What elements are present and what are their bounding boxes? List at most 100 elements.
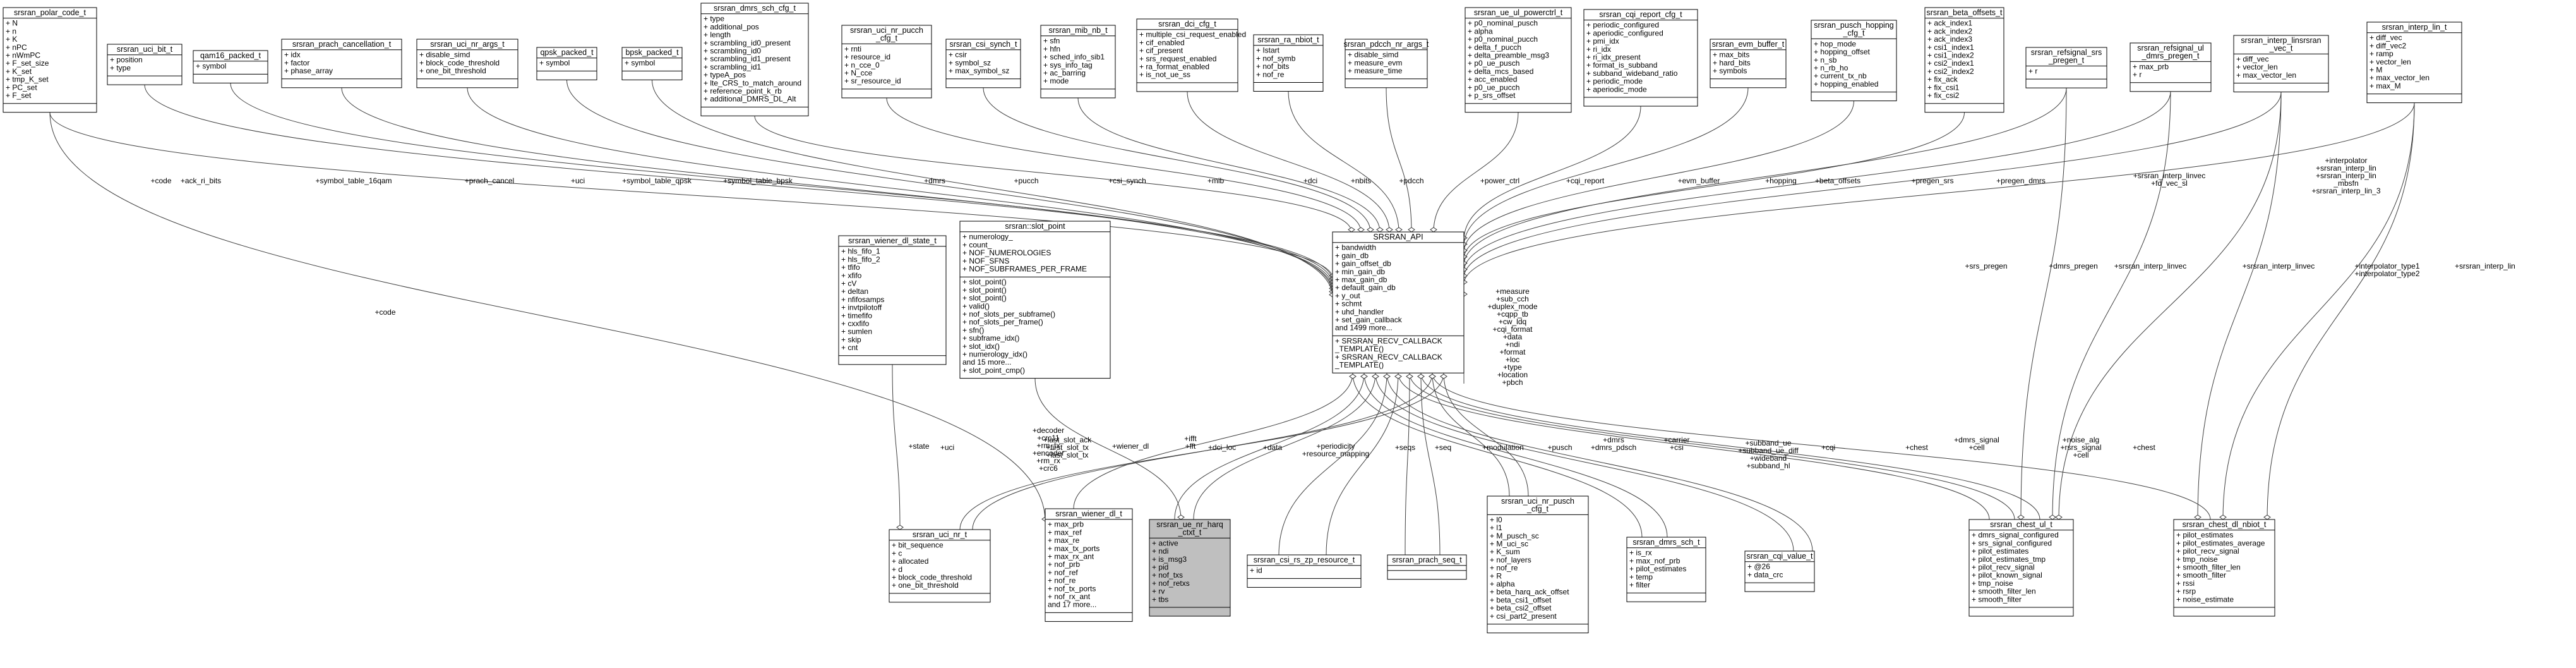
class-box-frame [1045, 508, 1133, 622]
edge-label: _mbsfn [2333, 179, 2358, 188]
class-title: bpsk_packed_t [625, 48, 679, 57]
class-box-chest-ul[interactable]: srsran_chest_ul_t+ dmrs_signal_configure… [1968, 519, 2074, 617]
association-edge [230, 83, 1333, 285]
edge-label: +symbol_table_bpsk [723, 176, 793, 185]
association-edge [1363, 373, 1668, 538]
class-attribute: + Istart [1256, 46, 1280, 55]
class-attribute: + smooth_filter_len [1972, 587, 2036, 596]
class-attribute: + hop_mode [1814, 39, 1856, 48]
class-attribute: + is_not_ue_ss [1139, 70, 1190, 79]
class-box-uci-nr-args[interactable]: srsran_uci_nr_args_t+ disable_simd+ bloc… [416, 39, 518, 88]
class-box-pdcch-nr-args[interactable]: srsran_pdcch_nr_args_t+ disable_simd+ me… [1344, 39, 1429, 88]
class-title: _cfg_t [875, 34, 898, 43]
class-attribute: + n [6, 27, 16, 35]
class-attribute: + mode [1043, 76, 1069, 85]
association-edge [892, 364, 901, 530]
composition-diamond [2049, 514, 2056, 520]
class-box-ue-ul-powerctrl[interactable]: srsran_ue_ul_powerctrl_t+ p0_nominal_pus… [1465, 7, 1572, 113]
class-attribute: + y_out [1335, 291, 1360, 300]
class-box-ue-harq[interactable]: srsran_ue_nr_harq_ctxt_t+ active+ ndi+ i… [1149, 519, 1231, 617]
association-edge [1398, 373, 1990, 520]
association-edge [1288, 91, 1399, 233]
class-attribute: + ra_format_enabled [1139, 63, 1209, 71]
edge-label: +prach_cancel [465, 176, 514, 185]
edge-label: +duplex_mode [1487, 302, 1537, 311]
class-box-prach-seq[interactable]: srsran_prach_seq_t [1387, 554, 1467, 580]
edge-label: +last_slot_tx [1046, 451, 1088, 459]
class-attribute: + max_symbol_sz [949, 66, 1009, 75]
class-box-frame [838, 235, 947, 365]
class-box-prach-cancel[interactable]: srsran_prach_cancellation_t+ idx+ factor… [281, 39, 402, 88]
class-box-wiener-dl[interactable]: srsran_wiener_dl_t+ max_prb+ max_ref+ ma… [1045, 508, 1133, 622]
class-box-interp-linsrsran[interactable]: srsran_interp_linsrsran_vec_t+ diff_vec+… [2233, 35, 2329, 92]
class-attribute: + rssi [2176, 579, 2195, 588]
class-box-frame [193, 50, 268, 83]
class-title: srsran_cqi_report_cfg_t [1599, 10, 1682, 19]
association-edge [1420, 373, 2040, 520]
class-box-dci-cfg[interactable]: srsran_dci_cfg_t+ multiple_csi_request_e… [1136, 18, 1246, 92]
class-operation: + slot_idx() [962, 342, 1000, 351]
class-attribute: + tfifo [841, 263, 860, 272]
class-attribute: + NOF_SUBFRAMES_PER_FRAME [962, 265, 1087, 274]
class-operation: and 15 more... [962, 358, 1011, 367]
class-attribute: and 17 more... [1048, 600, 1096, 609]
class-attribute: + pilot_recv_signal [1972, 563, 2035, 572]
class-box-uci-nr-pusch[interactable]: srsran_uci_nr_pusch_cfg_t+ l0+ l1+ M_pus… [1487, 495, 1589, 633]
class-box-interp-lin[interactable]: srsran_interp_lin_t+ diff_vec+ diff_vec2… [2366, 21, 2462, 104]
edge-label: +cqi_report [1566, 176, 1605, 185]
class-box-beta-offsets[interactable]: srsran_beta_offsets_t+ ack_index1+ ack_i… [1924, 7, 2004, 113]
class-attribute: + block_code_threshold [419, 58, 500, 67]
class-title: srsran_uci_nr_pusch [1501, 497, 1574, 506]
class-box-chest-dl-nbiot[interactable]: srsran_chest_dl_nbiot_t+ pilot_estimates… [2173, 519, 2275, 617]
association-edge [566, 80, 1333, 295]
edge-label: +code [374, 308, 395, 317]
class-attribute: + p0_ue_pusch [1468, 59, 1519, 68]
class-box-csi-rs-zp[interactable]: srsran_csi_rs_zp_resource_t+ id [1247, 554, 1362, 588]
class-attribute: + invtpilotoff [841, 303, 882, 312]
class-box-evm-buffer[interactable]: srsran_evm_buffer_t+ max_bits+ hard_bits… [1710, 39, 1787, 88]
class-box-bpsk[interactable]: bpsk_packed_t+ symbol [621, 47, 683, 80]
class-box-uci-bit[interactable]: srsran_uci_bit_t+ position+ type [107, 44, 183, 85]
class-attribute: + M_uci_sc [1490, 540, 1528, 549]
class-attribute: + length [704, 30, 731, 39]
composition-diamond [1429, 373, 1436, 379]
class-box-csi-synch[interactable]: srsran_csi_synch_t+ csir+ symbol_sz+ max… [945, 39, 1021, 88]
class-attribute: + additional_pos [704, 22, 759, 31]
class-box-refsignal-dmrs[interactable]: srsran_refsignal_ul_dmrs_pregen_t+ max_p… [2130, 42, 2212, 92]
class-box-wiener-state[interactable]: srsran_wiener_dl_state_t+ hls_fifo_1+ hl… [838, 235, 947, 365]
class-title: srsran_ue_nr_harq [1156, 520, 1223, 529]
class-operation: + sfn() [962, 325, 984, 334]
class-operation: + subframe_idx() [962, 334, 1019, 343]
association-edge [2058, 92, 2282, 520]
class-operation: + slot_point() [962, 294, 1007, 303]
class-box-slot-point[interactable]: srsran::slot_point+ numerology_+ count_+… [959, 221, 1111, 379]
class-box-uci-nr-pucch[interactable]: srsran_uci_nr_pucch_cfg_t+ rnti+ resourc… [841, 25, 932, 99]
class-title: srsran_prach_seq_t [1392, 556, 1462, 564]
class-box-dmrs-sch-cfg[interactable]: srsran_dmrs_sch_cfg_t+ type+ additional_… [700, 3, 809, 116]
class-box-cqi-report-cfg[interactable]: srsran_cqi_report_cfg_t+ periodic_config… [1583, 9, 1698, 107]
class-attribute: + N [6, 19, 18, 28]
association-edge [1463, 112, 1965, 260]
class-box-cqi-value[interactable]: srsran_cqi_value_t+ @26+ data_crc [1744, 550, 1815, 592]
class-title: srsran::slot_point [1005, 222, 1065, 231]
class-attribute: + nfifosamps [841, 295, 884, 304]
class-box-qpsk[interactable]: qpsk_packed_t+ symbol [536, 47, 597, 80]
edge-label: +ndi [1505, 340, 1519, 349]
class-box-pusch-hopping[interactable]: srsran_pusch_hopping_cfg_t+ hop_mode+ ho… [1811, 20, 1897, 102]
class-box-uci-nr[interactable]: srsran_uci_nr_t+ bit_sequence+ c+ alloca… [889, 529, 991, 603]
association-edge [1375, 373, 1794, 552]
class-title: srsran_refsignal_ul [2137, 44, 2204, 52]
class-box-frame [2366, 21, 2462, 104]
class-box-dmrs-sch[interactable]: srsran_dmrs_sch_t+ is_rx+ max_nof_prb+ p… [1626, 537, 1706, 602]
class-box-refsignal-srs[interactable]: srsran_refsignal_srs_pregen_t+ r [2025, 47, 2107, 88]
class-title: _vec_t [2269, 44, 2293, 53]
class-box-qam16[interactable]: qam16_packed_t+ symbol [193, 50, 268, 83]
class-box-mib-nb[interactable]: srsran_mib_nb_t+ sfn+ hfn+ sched_info_si… [1040, 25, 1116, 99]
class-box-api[interactable]: SRSRAN_API+ bandwidth+ gain_db+ gain_off… [1332, 231, 1465, 373]
edge-label: +srsran_interp_linvec [2133, 171, 2205, 180]
class-attribute: + sys_info_tag [1043, 61, 1093, 70]
class-box-ra-nbiot[interactable]: srsran_ra_nbiot_t+ Istart+ nof_symb+ nof… [1253, 34, 1324, 92]
edge-label: +srsran_interp_lin [2316, 164, 2376, 173]
class-box-polar-code[interactable]: srsran_polar_code_t+ N+ n+ K+ nPC+ nWmPC… [3, 7, 97, 113]
class-attribute: + resource_id [844, 52, 890, 61]
